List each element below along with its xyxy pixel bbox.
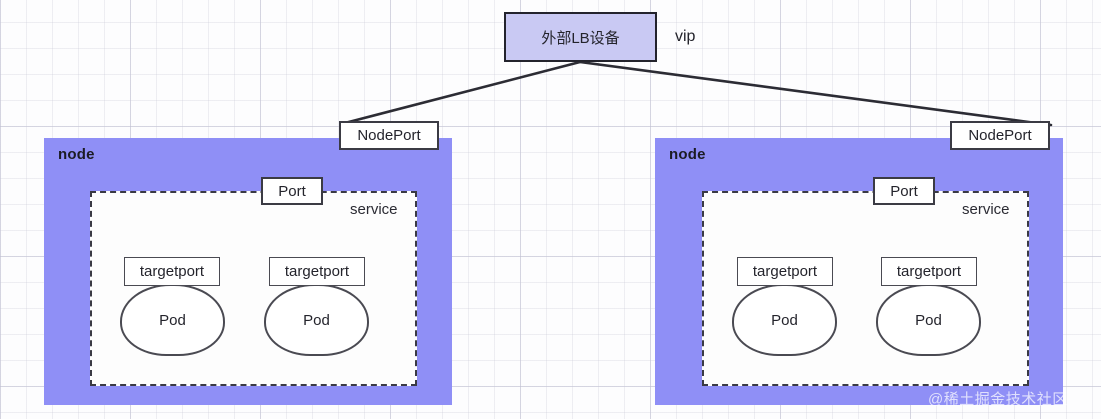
- vip-label: vip: [675, 28, 696, 45]
- external-lb-box[interactable]: 外部LB设备: [504, 12, 657, 62]
- service-box-right[interactable]: [702, 191, 1029, 386]
- pod-label-right-2: Pod: [915, 311, 942, 329]
- targetport-label-right-1: targetport: [752, 263, 818, 280]
- pod-label-left-1: Pod: [159, 311, 186, 329]
- nodeport-box-right[interactable]: NodePort: [950, 121, 1050, 150]
- targetport-box-right-1[interactable]: targetport: [737, 257, 833, 286]
- targetport-box-left-1[interactable]: targetport: [124, 257, 220, 286]
- port-box-right[interactable]: Port: [873, 177, 935, 205]
- service-box-left[interactable]: [90, 191, 417, 386]
- pod-right-1[interactable]: Pod: [732, 284, 837, 356]
- targetport-box-right-2[interactable]: targetport: [881, 257, 977, 286]
- nodeport-label-right: NodePort: [968, 127, 1032, 144]
- external-lb-label: 外部LB设备: [541, 29, 620, 47]
- node-label-right: node: [669, 146, 706, 163]
- pod-left-2[interactable]: Pod: [264, 284, 369, 356]
- edge-lb-to-right-nodeport: [578, 60, 1053, 127]
- targetport-label-left-1: targetport: [139, 263, 205, 280]
- pod-label-left-2: Pod: [303, 311, 330, 329]
- node-label-left: node: [58, 146, 95, 163]
- nodeport-box-left[interactable]: NodePort: [339, 121, 439, 150]
- port-box-left[interactable]: Port: [261, 177, 323, 205]
- port-label-left: Port: [278, 182, 306, 200]
- watermark: @稀土掘金技术社区: [928, 391, 1068, 408]
- nodeport-label-left: NodePort: [357, 127, 421, 144]
- edge-lb-to-left-nodeport: [339, 60, 582, 126]
- targetport-label-left-2: targetport: [284, 263, 350, 280]
- pod-right-2[interactable]: Pod: [876, 284, 981, 356]
- service-label-left: service: [350, 201, 398, 218]
- service-label-right: service: [962, 201, 1010, 218]
- pod-left-1[interactable]: Pod: [120, 284, 225, 356]
- targetport-box-left-2[interactable]: targetport: [269, 257, 365, 286]
- targetport-label-right-2: targetport: [896, 263, 962, 280]
- pod-label-right-1: Pod: [771, 311, 798, 329]
- port-label-right: Port: [890, 182, 918, 200]
